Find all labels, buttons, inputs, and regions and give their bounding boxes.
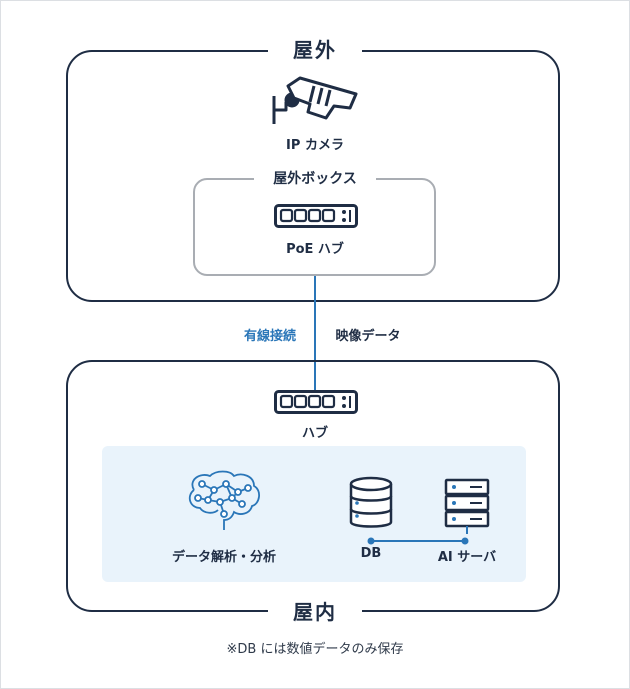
network-switch-icon (274, 204, 358, 228)
indoor-title: 屋内 (268, 596, 362, 626)
db-label: DB (360, 546, 382, 561)
outdoor-title: 屋外 (268, 34, 362, 64)
security-camera-icon (272, 76, 358, 124)
database-icon (349, 476, 393, 528)
outdoor-box-title: 屋外ボックス (254, 168, 376, 188)
analysis-label: データ解析・分析 (171, 550, 276, 565)
network-switch-icon (274, 390, 358, 414)
wired-connection-label: 有線接続 (243, 329, 296, 344)
hub-label: ハブ (301, 426, 328, 441)
footnote: ※DB には数値データのみ保存 (226, 642, 404, 657)
video-data-label: 映像データ (335, 329, 401, 344)
wired-connection-line (314, 276, 316, 394)
ai-brain-icon (188, 470, 260, 530)
db-server-link (367, 537, 469, 545)
ai-server-label: AI サーバ (437, 550, 497, 565)
poe-hub-label: PoE ハブ (286, 242, 344, 257)
server-icon (444, 478, 490, 534)
camera-label: IP カメラ (286, 138, 344, 153)
